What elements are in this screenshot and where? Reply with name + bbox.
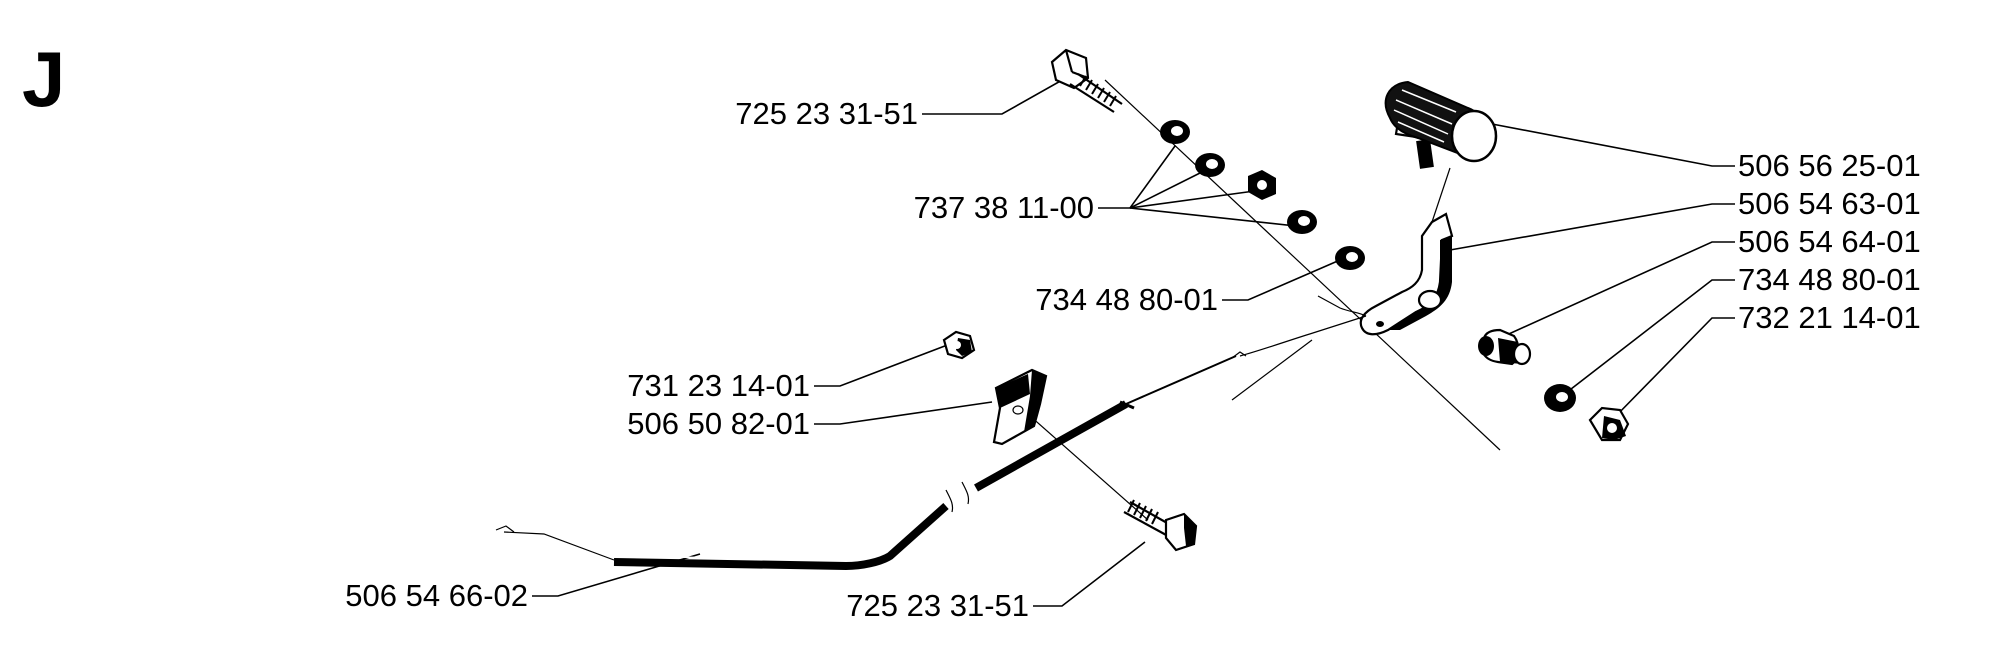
bushing xyxy=(1478,328,1532,366)
label-screw-top: 725 23 31-51 xyxy=(735,96,918,131)
label-bracket: 506 50 82-01 xyxy=(627,406,810,441)
label-nut-right: 732 21 14-01 xyxy=(1738,300,1921,335)
nut-1 xyxy=(1248,170,1276,200)
leader-lines xyxy=(532,69,1735,607)
nut-left xyxy=(942,330,976,360)
washer-3 xyxy=(1287,210,1317,234)
handle-grip xyxy=(1384,80,1498,169)
washer-1 xyxy=(1160,120,1190,144)
part-labels: 725 23 31-51 737 38 11-00 734 48 80-01 7… xyxy=(345,96,1920,623)
label-nut-left: 731 23 14-01 xyxy=(627,368,810,403)
screw-bottom xyxy=(1123,499,1198,552)
washer-outer xyxy=(1544,384,1576,412)
label-washer-outer: 734 48 80-01 xyxy=(1738,262,1921,297)
nut-right xyxy=(1588,406,1630,442)
washer-2 xyxy=(1195,153,1225,177)
cable xyxy=(495,295,1367,571)
section-letter: J xyxy=(22,35,65,123)
bracket xyxy=(992,368,1048,446)
lever xyxy=(1359,212,1454,336)
label-handle-grip: 506 56 25-01 xyxy=(1738,148,1921,183)
label-screw-bottom: 725 23 31-51 xyxy=(846,588,1029,623)
label-lever: 506 54 63-01 xyxy=(1738,186,1921,221)
label-bushing: 506 54 64-01 xyxy=(1738,224,1921,259)
label-cable: 506 54 66-02 xyxy=(345,578,528,613)
label-washer-inner: 734 48 80-01 xyxy=(1035,282,1218,317)
screw-top xyxy=(1050,48,1123,113)
washer-inner xyxy=(1335,246,1365,270)
label-washers: 737 38 11-00 xyxy=(914,190,1094,225)
